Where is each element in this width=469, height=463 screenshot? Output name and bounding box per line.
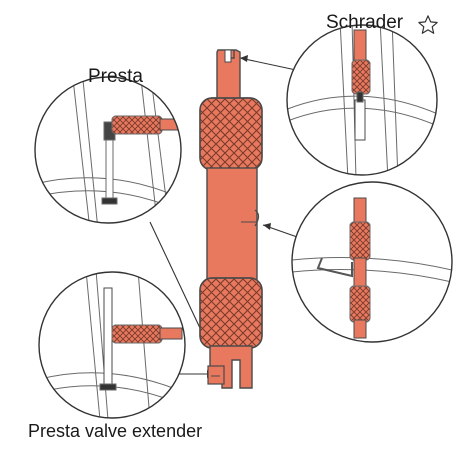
label-presta: Presta (88, 66, 143, 87)
star-icon[interactable] (417, 14, 439, 36)
label-schrader: Schrader (326, 12, 404, 33)
inset-presta-extender (38, 271, 186, 419)
tool-top-slot (224, 49, 232, 63)
arrowhead-schrader (240, 55, 248, 62)
inset-schrader (286, 24, 438, 176)
leader-schrader (239, 57, 297, 71)
leader-presta (149, 221, 209, 346)
arrowhead-core (263, 223, 271, 230)
inset-presta (34, 76, 182, 224)
label-presta-valve-extender: Presta valve extender (28, 421, 203, 441)
tool-shaft (206, 167, 258, 281)
inset-valve-core (291, 181, 453, 343)
valve-tool-main (199, 49, 263, 389)
tool-top-tip (216, 49, 241, 101)
